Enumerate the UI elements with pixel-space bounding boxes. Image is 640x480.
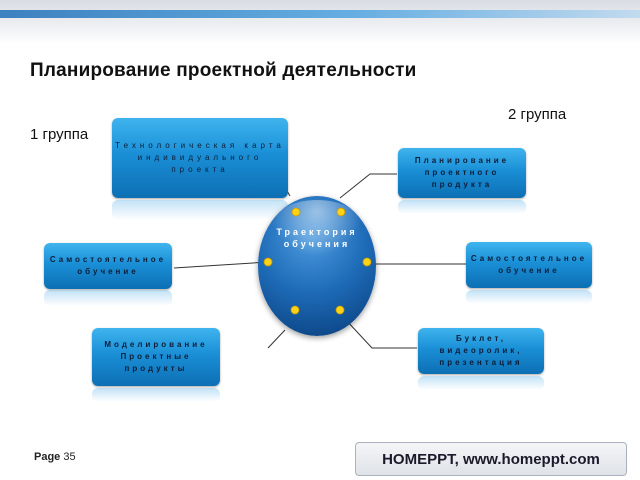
page-label: Page — [34, 451, 61, 463]
tech-map-box: Технологическая карта индивидуального пр… — [112, 118, 288, 198]
group-2-label: 2 группа — [508, 106, 567, 123]
self-study-left-text: Самостоятельное обучение — [49, 255, 167, 276]
planning-product-text: Планирование проектного продукта — [414, 156, 510, 189]
globe-dot — [362, 257, 372, 267]
globe-shine — [270, 200, 364, 256]
tech-map-reflection — [112, 200, 288, 220]
booklet-reflection — [418, 376, 544, 390]
globe-dot — [291, 207, 301, 217]
trajectory-label: Траектория обучения — [276, 227, 358, 249]
globe-dot — [290, 305, 300, 315]
page-number-value: 35 — [63, 451, 76, 463]
planning-product-reflection — [398, 200, 526, 214]
header-band — [0, 0, 640, 44]
modeling-text: Моделирование Проектные продукты — [104, 340, 208, 373]
planning-product-box: Планирование проектного продукта — [398, 148, 526, 198]
self-study-right-text: Самостоятельное обучение — [470, 254, 588, 275]
watermark-text: HOMEPPT, www.homeppt.com — [382, 450, 600, 468]
page-number: Page 35 — [34, 451, 76, 463]
watermark-banner: HOMEPPT, www.homeppt.com — [355, 442, 627, 476]
booklet-box: Буклет, видеоролик, презентация — [418, 328, 544, 374]
group-1-label: 1 группа — [30, 126, 89, 143]
self-study-left-reflection — [44, 290, 172, 306]
self-study-right-box: Самостоятельное обучение — [466, 242, 592, 288]
globe-dot — [336, 207, 346, 217]
modeling-box: Моделирование Проектные продукты — [92, 328, 220, 386]
page-title: Планирование проектной деятельности — [30, 60, 417, 81]
globe-dot — [335, 305, 345, 315]
header-stripe — [0, 10, 640, 18]
globe-dot — [263, 257, 273, 267]
self-study-right-reflection — [466, 290, 592, 304]
tech-map-text: Технологическая карта индивидуального пр… — [115, 141, 285, 174]
booklet-text: Буклет, видеоролик, презентация — [439, 334, 523, 367]
self-study-left-box: Самостоятельное обучение — [44, 243, 172, 289]
modeling-reflection — [92, 388, 220, 402]
